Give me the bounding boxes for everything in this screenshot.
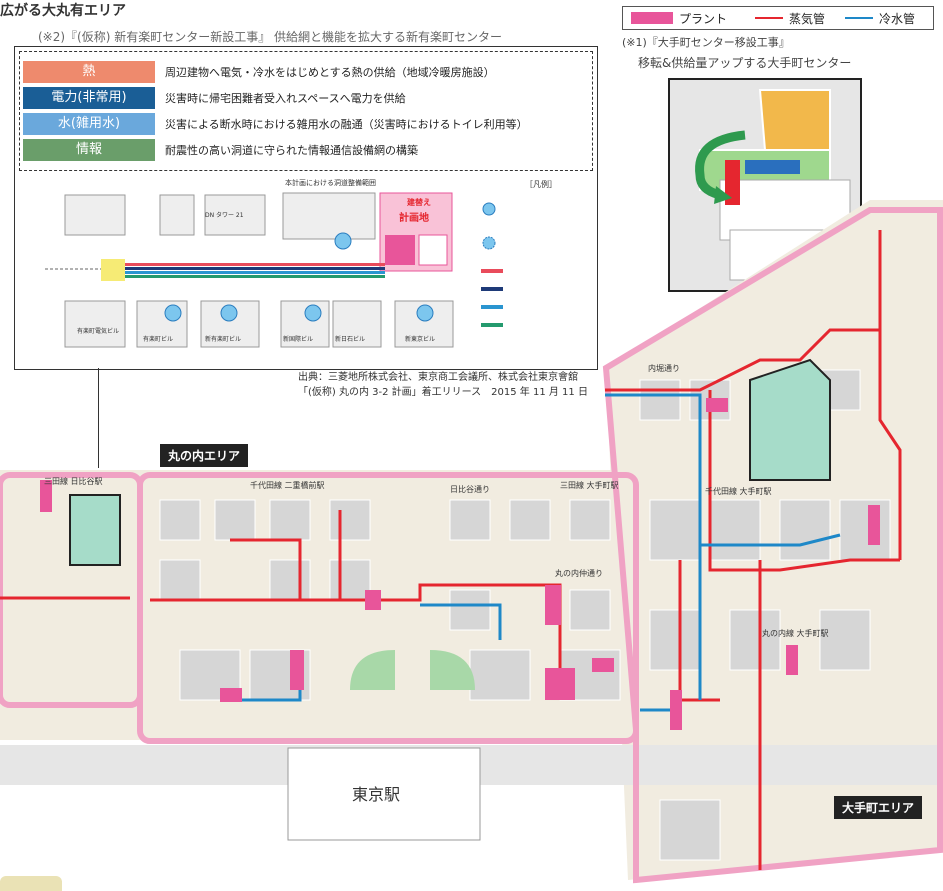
tokyo-station-label: 東京駅 bbox=[352, 785, 400, 804]
page-corner-tab bbox=[0, 876, 62, 891]
district-map: 東京駅 日比谷通り 丸の内仲通り 内堀通り 三田線 日比谷駅 千代田線 二重橋前… bbox=[0, 200, 943, 884]
otemachi-area-label: 大手町エリア bbox=[834, 796, 923, 819]
building-yurakucho-denki: 有楽町電気ビル bbox=[77, 327, 119, 335]
function-water-row: 水(雑用水) 災害による断水時における雑用水の融通（災害時におけるトイレ利用等） bbox=[23, 113, 589, 137]
legend-steam-label: 蒸気管 bbox=[789, 12, 826, 26]
map-legend: プラント 蒸気管 冷水管 bbox=[622, 6, 934, 30]
function-power-tag: 電力(非常用) bbox=[23, 87, 155, 109]
function-water-desc: 災害による断水時における雑用水の融通（災害時におけるトイレ利用等） bbox=[165, 118, 528, 131]
plant-swatch bbox=[631, 12, 673, 24]
building-shin-tokyo: 新東京ビル bbox=[405, 335, 435, 343]
rebuild-label: 建替え bbox=[406, 197, 431, 207]
steam-line-swatch bbox=[755, 17, 783, 19]
function-info-tag: 情報 bbox=[23, 139, 155, 161]
otemachi-note-desc: 移転&供給量アップする大手町センター bbox=[638, 56, 852, 70]
station-mita-otemachi: 三田線 大手町駅 bbox=[560, 480, 619, 490]
station-marunouchi-otemachi: 丸の内線 大手町駅 bbox=[762, 628, 829, 638]
source-line-1: 出典：三菱地所株式会社、東京商工会議所、株式会社東京會舘 bbox=[298, 372, 578, 383]
function-heat-desc: 周辺建物へ電気・冷水をはじめとする熱の供給（地域冷暖房施設） bbox=[165, 66, 495, 79]
building-shin-yurakucho: 新有楽町ビル bbox=[205, 335, 241, 343]
station-chiyoda-nijubashi: 千代田線 二重橋前駅 bbox=[250, 480, 325, 490]
utility-tunnel-diagram: 本計画における洞道整備範囲 建替え 計画地 有楽町電気ビル 有楽町ビル 新有楽町… bbox=[45, 178, 557, 348]
legend-plant-label: プラント bbox=[679, 12, 728, 26]
chilled-line-swatch bbox=[845, 17, 873, 19]
building-shin-kokusai: 新国際ビル bbox=[283, 335, 313, 343]
function-heat-tag: 熱 bbox=[23, 61, 155, 83]
function-power-desc: 災害時に帰宅困難者受入れスペースへ電力を供給 bbox=[165, 92, 406, 105]
hibiya-dori-label: 日比谷通り bbox=[450, 484, 490, 494]
function-info-desc: 耐震性の高い洞道に守られた情報通信設備網の構築 bbox=[165, 144, 418, 157]
source-credit: 出典：三菱地所株式会社、東京商工会議所、株式会社東京會舘 「(仮称) 丸の内 3… bbox=[298, 370, 588, 400]
scope-label: 本計画における洞道整備範囲 bbox=[285, 178, 376, 187]
diagram-legend-title: ［凡例］ bbox=[525, 179, 557, 189]
naka-dori-label: 丸の内仲通り bbox=[555, 568, 603, 578]
function-power-row: 電力(非常用) 災害時に帰宅困難者受入れスペースへ電力を供給 bbox=[23, 87, 589, 111]
otemachi-inset bbox=[668, 78, 862, 292]
page-title: 広がる大丸有エリア bbox=[0, 3, 126, 19]
function-info-row: 情報 耐震性の高い洞道に守られた情報通信設備網の構築 bbox=[23, 139, 589, 163]
function-water-tag: 水(雑用水) bbox=[23, 113, 155, 135]
station-mita-hibiya: 三田線 日比谷駅 bbox=[44, 476, 103, 486]
function-panel: 熱 周辺建物へ電気・冷水をはじめとする熱の供給（地域冷暖房施設） 電力(非常用)… bbox=[14, 46, 598, 370]
function-heat-row: 熱 周辺建物へ電気・冷水をはじめとする熱の供給（地域冷暖房施設） bbox=[23, 61, 589, 85]
marunouchi-area-label: 丸の内エリア bbox=[160, 444, 249, 467]
uchibori-dori-label: 内堀通り bbox=[648, 363, 680, 373]
plan-site-label: 計画地 bbox=[399, 211, 429, 224]
building-yurakucho: 有楽町ビル bbox=[143, 335, 173, 343]
source-line-2: 「(仮称) 丸の内 3-2 計画」着工リリース 2015 年 11 月 11 日 bbox=[298, 387, 588, 398]
station-chiyoda-otemachi: 千代田線 大手町駅 bbox=[705, 486, 772, 496]
otemachi-note-title: (※1)『大手町センター移設工事』 bbox=[622, 36, 790, 49]
building-dn-tower: DN タワー 21 bbox=[205, 211, 244, 219]
building-shin-nisseki: 新日石ビル bbox=[335, 335, 365, 343]
panel-connector bbox=[98, 368, 99, 468]
legend-chilled-label: 冷水管 bbox=[879, 12, 916, 26]
page-subtitle: (※2)『(仮称) 新有楽町センター新設工事』 供給網と機能を拡大する新有楽町セ… bbox=[38, 30, 503, 44]
